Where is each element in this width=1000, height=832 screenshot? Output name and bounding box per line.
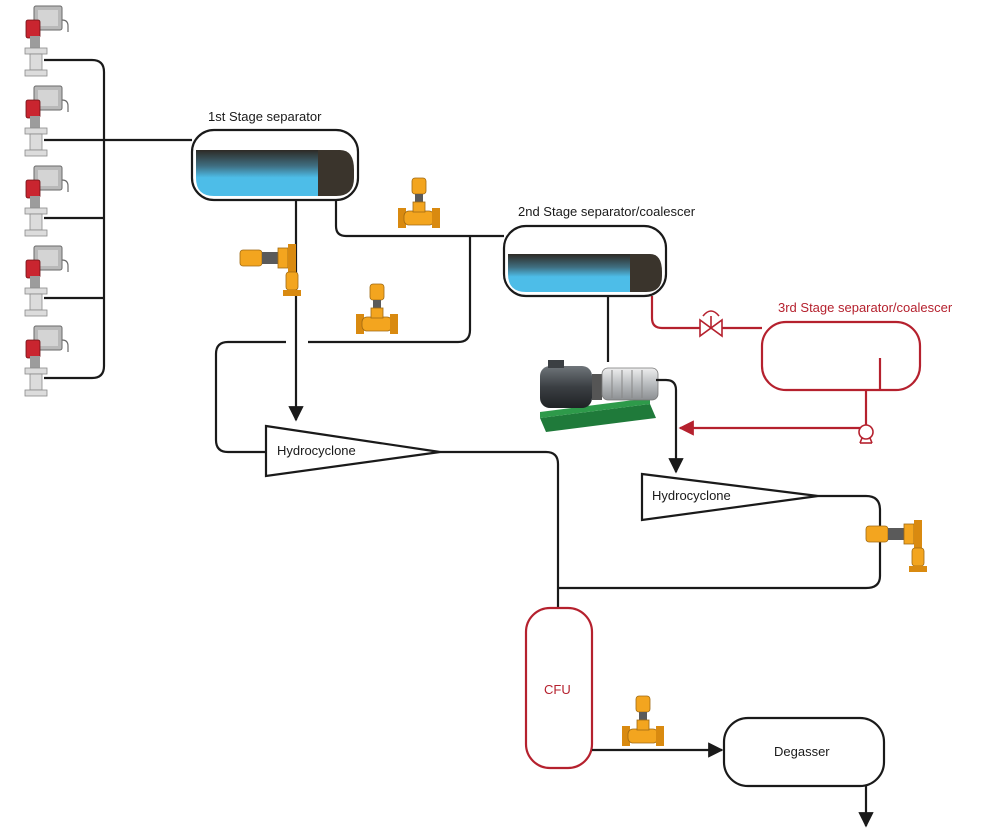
degasser-vessel xyxy=(722,716,886,788)
wellhead-valve-icon[interactable] xyxy=(24,165,69,237)
wellhead-valve-icon[interactable] xyxy=(24,5,69,77)
control-valve-icon[interactable] xyxy=(239,243,302,297)
hydrocyclone-2-label: Hydrocyclone xyxy=(652,488,731,503)
third-stage-inlet-line xyxy=(650,296,762,330)
degasser-label: Degasser xyxy=(774,744,830,759)
gate-valve-icon[interactable] xyxy=(699,310,723,338)
hydrocyclone-1-label: Hydrocyclone xyxy=(277,443,356,458)
third-stage-separator-label: 3rd Stage separator/coalescer xyxy=(778,300,953,315)
first-stage-oil-line xyxy=(334,200,504,238)
wellhead-valve-icon[interactable] xyxy=(24,245,69,317)
first-stage-separator-label: 1st Stage separator xyxy=(208,109,322,124)
pump-discharge-line xyxy=(656,378,684,474)
wellhead-valve-icon[interactable] xyxy=(24,85,69,157)
second-stage-separator xyxy=(502,224,668,298)
wellhead-valve-icon[interactable] xyxy=(24,325,69,397)
control-valve-icon[interactable] xyxy=(865,519,928,573)
third-stage-separator xyxy=(760,320,922,392)
control-valve-icon[interactable] xyxy=(355,283,399,335)
pump-icon[interactable] xyxy=(858,424,874,444)
first-stage-separator xyxy=(190,128,360,202)
wellhead-manifold xyxy=(44,58,106,380)
hydrocyclone1-inlet-line xyxy=(214,340,286,454)
hydrocyclone-2 xyxy=(640,472,819,522)
second-stage-separator-label: 2nd Stage separator/coalescer xyxy=(518,204,696,219)
control-valve-icon[interactable] xyxy=(621,695,665,747)
recycle-line xyxy=(308,236,472,344)
cfu-vessel xyxy=(524,606,594,770)
hydrocyclone1-outlet-line xyxy=(440,450,560,608)
third-stage-return-line xyxy=(678,390,868,436)
hydrocyclone2-outlet-line xyxy=(558,494,882,590)
motor-pump-icon[interactable] xyxy=(540,360,659,432)
cfu-label: CFU xyxy=(544,682,571,697)
control-valve-icon[interactable] xyxy=(397,177,441,229)
hydrocyclone-1 xyxy=(264,424,441,478)
